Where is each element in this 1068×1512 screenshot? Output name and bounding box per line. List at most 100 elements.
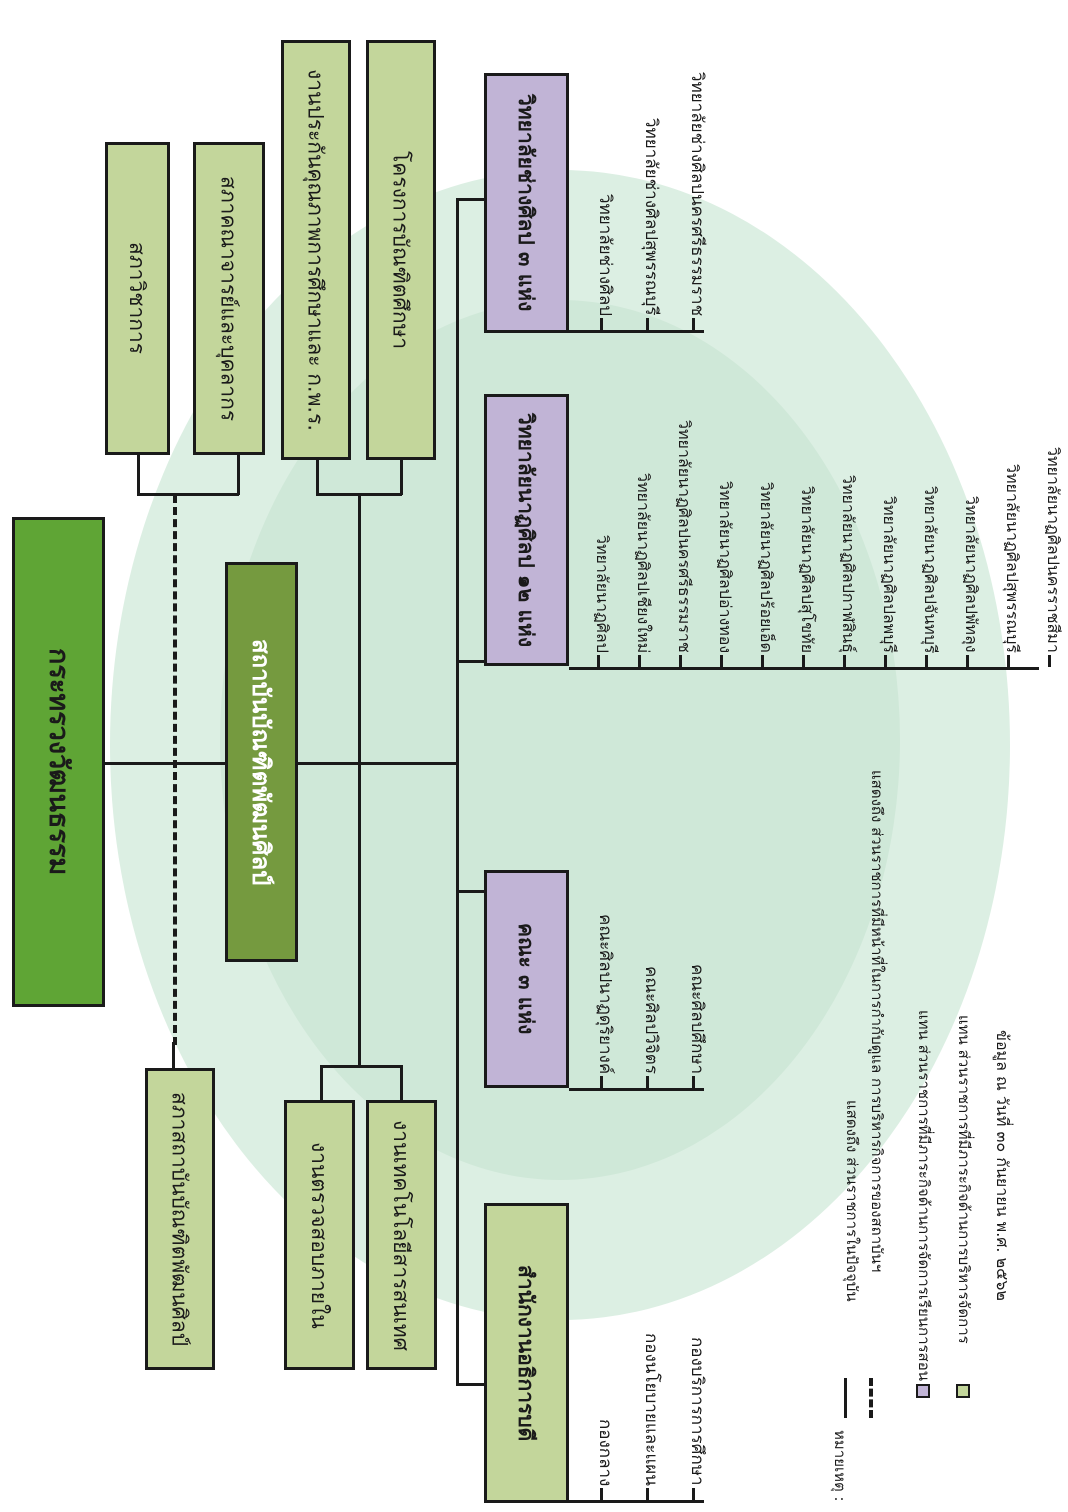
connector	[456, 660, 484, 663]
graduate-project-box: โครงการบัณฑิตศึกษา	[366, 40, 436, 460]
president-office-box: สำนักงานอธิการบดี	[484, 1203, 569, 1503]
president-office-title: สำนักงานอธิการบดี	[514, 1264, 538, 1442]
list-tick	[646, 1076, 649, 1088]
list-tick	[646, 1488, 649, 1500]
institute-box: สถาบันบัณฑิตพัฒนศิลป์	[225, 562, 298, 962]
list-item: วิทยาลัยนาฏศิลปพัทลุง	[962, 496, 981, 653]
faculties-title: คณะ ๓ แห่ง	[514, 923, 538, 1035]
council-faculty-box: สภาคณาจารย์และบุคลากร	[193, 142, 265, 455]
connector	[137, 455, 140, 495]
legend-green-text: แทน ส่วนราชการที่มีภาระกิจด้านการบริหารจ…	[955, 1015, 973, 1344]
connector	[316, 460, 319, 495]
list-item: วิทยาลัยช่างศิลปสุพรรณบุรี	[641, 118, 661, 316]
legend-green-swatch	[956, 1384, 970, 1398]
internal-audit-label: งานตรวจสอบภายใน	[307, 1141, 331, 1329]
connector	[569, 1500, 704, 1503]
internal-audit-box: งานตรวจสอบภายใน	[284, 1100, 355, 1370]
list-item: วิทยาลัยนาฏศิลป	[593, 535, 612, 653]
connector	[105, 762, 225, 765]
list-item: วิทยาลัยนาฏศิลปจันทบุรี	[921, 485, 940, 653]
list-tick	[638, 655, 641, 667]
list-tick	[692, 1076, 695, 1088]
ministry-label: กระทรวงวัฒนธรรม	[43, 648, 74, 876]
dramatic-colleges-box: วิทยาลัยนาฏศิลป ๑๒ แห่ง	[484, 394, 569, 666]
legend-solid-text: แสดงถึง ส่วนราชการในปัจจุบัน	[843, 1100, 861, 1302]
council-academic-box: สภาวิชาการ	[105, 142, 170, 455]
list-item: วิทยาลัยนาฏศิลปนครราชสีมา	[1044, 447, 1063, 653]
list-tick	[761, 655, 764, 667]
list-item: วิทยาลัยนาฏศิลปร้อยเอ็ด	[757, 482, 776, 653]
connector	[237, 455, 240, 495]
list-item: วิทยาลัยนาฏศิลปเชียงใหม่	[634, 472, 653, 653]
it-unit-box: งานเทคโนโลยีสารสนเทศ	[366, 1100, 437, 1370]
list-item: วิทยาลัยช่างศิลป	[595, 193, 615, 316]
connector	[456, 198, 484, 201]
connector	[298, 762, 458, 765]
qa-unit-label: งานประกันคุณภาพการศึกษาและ ก.พ.ร.	[303, 68, 328, 432]
list-tick	[843, 655, 846, 667]
faculties-box: คณะ ๓ แห่ง	[484, 870, 569, 1088]
legend-purple-swatch	[916, 1384, 930, 1398]
list-tick	[679, 655, 682, 667]
list-tick	[597, 655, 600, 667]
list-tick	[802, 655, 805, 667]
connector	[456, 198, 459, 1386]
connector	[400, 1065, 403, 1100]
list-item: วิทยาลัยช่างศิลปนครศรีธรรมราช	[687, 71, 707, 316]
list-item: คณะศิลปวิจิตร	[641, 966, 661, 1074]
qa-unit-box: งานประกันคุณภาพการศึกษาและ ก.พ.ร.	[281, 40, 351, 460]
craft-colleges-title: วิทยาลัยช่างศิลป ๓ แห่ง	[514, 94, 538, 312]
list-item: วิทยาลัยนาฏศิลปสุพรรณบุรี	[1003, 464, 1022, 653]
list-item: วิทยาลัยนาฏศิลปสุโขทัย	[798, 485, 817, 653]
list-item: วิทยาลัยนาฏศิลปกาฬสินธุ์	[839, 475, 858, 653]
list-tick	[925, 655, 928, 667]
legend-purple-text: แทน ส่วนราชการที่มีภาระกิจด้านการจัดการเ…	[915, 1010, 933, 1381]
list-tick	[1007, 655, 1010, 667]
council-faculty-label: สภาคณาจารย์และบุคลากร	[216, 175, 241, 422]
council-academic-label: สภาวิชาการ	[125, 242, 149, 355]
connector	[172, 1042, 175, 1068]
list-item: กองบริการการศึกษา	[687, 1337, 707, 1486]
list-item: กองกลาง	[595, 1418, 615, 1486]
list-tick	[600, 318, 603, 330]
connector	[456, 1383, 484, 1386]
connector	[456, 890, 484, 893]
list-tick	[646, 318, 649, 330]
list-item: วิทยาลัยนาฏศิลปอ่างทอง	[716, 480, 735, 653]
legend-dashed-line	[869, 1378, 873, 1418]
connector	[569, 1088, 704, 1091]
list-tick	[600, 1076, 603, 1088]
connector	[569, 667, 1039, 670]
legend-date: ข้อมูล ณ วันที่ ๓๐ กันยายน พ.ศ. ๒๕๖๒	[993, 1030, 1012, 1301]
legend-heading: หมายเหตุ :	[831, 1430, 849, 1502]
legend-dashed-text: แสดงถึง ส่วนราชการที่มีหน้าที่ในการกำกับ…	[868, 770, 886, 1273]
dramatic-colleges-title: วิทยาลัยนาฏศิลป ๑๒ แห่ง	[514, 412, 538, 648]
list-item: คณะศิลปศึกษา	[687, 963, 707, 1074]
list-tick	[720, 655, 723, 667]
council-institute-box: สภาสถาบันบัณฑิตพัฒนศิลป์	[145, 1068, 215, 1370]
connector	[569, 330, 704, 333]
list-item: วิทยาลัยนาฏศิลปลพบุรี	[880, 496, 899, 653]
council-institute-label: สภาสถาบันบัณฑิตพัฒนศิลป์	[167, 1091, 192, 1347]
connector	[137, 493, 239, 496]
connector	[400, 460, 403, 495]
list-tick	[600, 1488, 603, 1500]
institute-label: สถาบันบัณฑิตพัฒนศิลป์	[247, 638, 275, 886]
connector	[320, 1065, 323, 1100]
list-tick	[884, 655, 887, 667]
list-item: คณะศิลปนาฏดุริยางค์	[595, 913, 615, 1074]
connector	[320, 1065, 402, 1068]
dashed-connector	[173, 495, 177, 1045]
connector	[316, 493, 402, 496]
connector	[358, 495, 361, 1067]
list-tick	[692, 1488, 695, 1500]
list-tick	[1048, 655, 1051, 667]
craft-colleges-box: วิทยาลัยช่างศิลป ๓ แห่ง	[484, 73, 569, 333]
list-tick	[966, 655, 969, 667]
it-unit-label: งานเทคโนโลยีสารสนเทศ	[389, 1119, 413, 1351]
graduate-project-label: โครงการบัณฑิตศึกษา	[388, 150, 413, 350]
list-item: วิทยาลัยนาฏศิลปนครศรีธรรมราช	[675, 420, 694, 653]
list-item: กองนโยบายและแผน	[641, 1333, 661, 1486]
list-tick	[692, 318, 695, 330]
